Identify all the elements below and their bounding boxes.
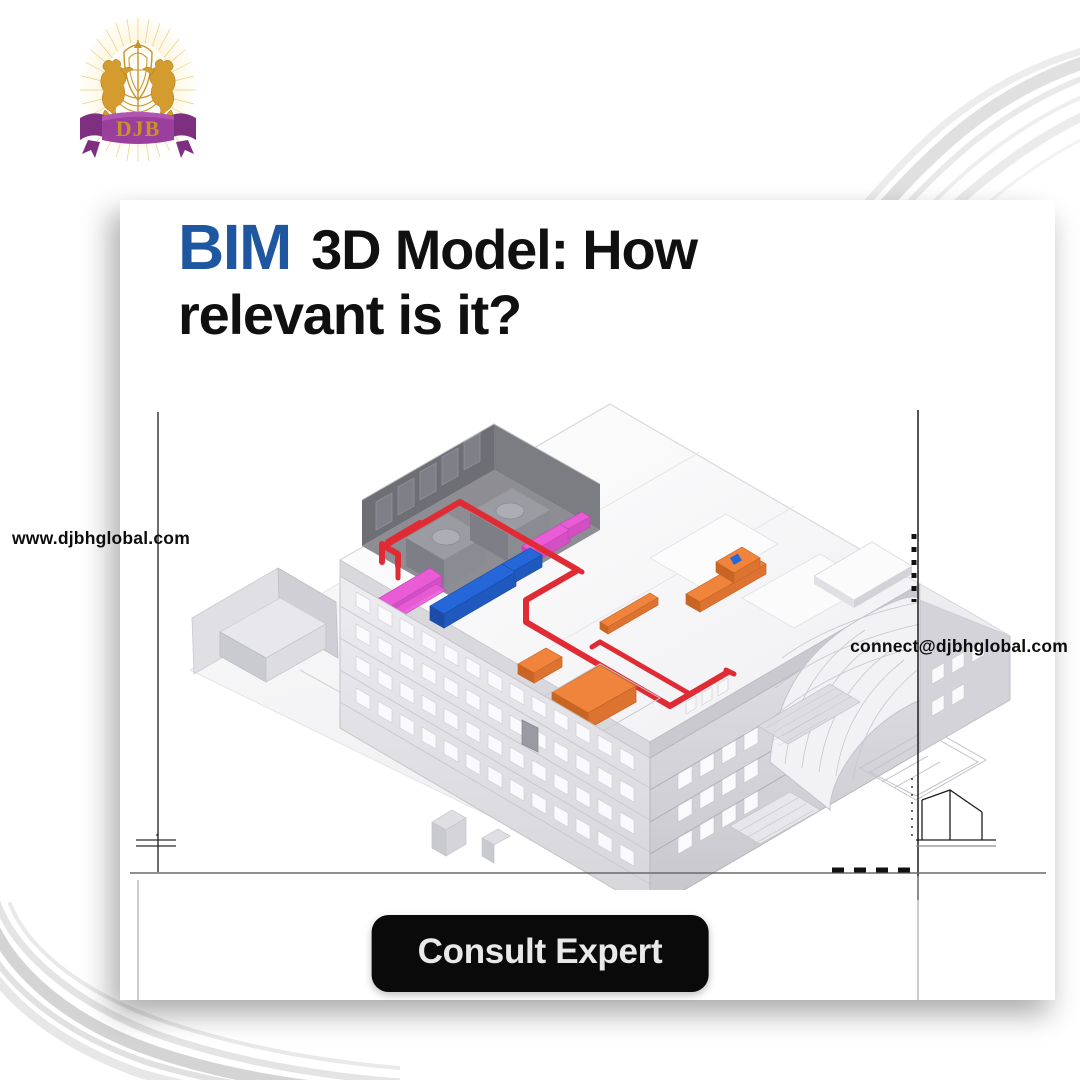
- mep-pipework-red: [379, 499, 731, 709]
- email-label[interactable]: connect@djbhglobal.com: [850, 636, 1068, 656]
- site-retaining-wall: [191, 567, 339, 683]
- djb-logo: DJB: [58, 18, 218, 173]
- building-left-facade: [339, 575, 651, 890]
- page-title: BIM 3D Model: How relevant is it?: [178, 211, 878, 346]
- headline-highlight: BIM: [178, 211, 292, 283]
- entrance-stairs: [431, 683, 988, 864]
- building-right-annex: [919, 583, 1011, 753]
- djb-crest-icon: DJB: [80, 18, 196, 162]
- mep-pipework-red-branch: [589, 639, 731, 697]
- website-label[interactable]: www.djbhglobal.com: [12, 528, 190, 548]
- logo-banner-text: DJB: [116, 116, 161, 141]
- consult-expert-button[interactable]: Consult Expert: [371, 915, 709, 992]
- roof-pavilion: [813, 541, 913, 608]
- headline-rest: 3D Model: How relevant is it?: [178, 218, 698, 346]
- air-handling-units: [406, 488, 550, 588]
- bim-3d-building-model: [188, 403, 1012, 890]
